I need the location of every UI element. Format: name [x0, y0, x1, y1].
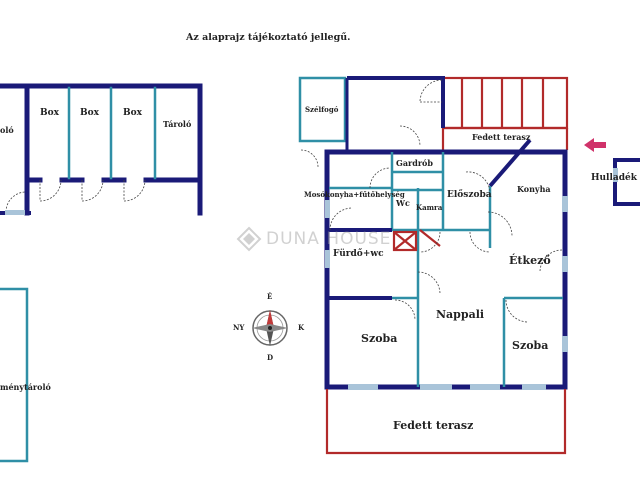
shaft-markers	[392, 229, 441, 252]
room-label-box-3: Box	[123, 108, 142, 118]
room-label-box-2: Box	[80, 108, 99, 118]
house-logo-icon	[236, 226, 262, 252]
disclaimer-note: Az alaprajz tájékoztató jellegű.	[186, 32, 351, 43]
room-label-wc: Wc	[396, 198, 410, 208]
room-label-living: Nappali	[436, 308, 485, 321]
compass-icon	[252, 310, 288, 346]
room-label-entrance: Szélfogó	[305, 105, 339, 114]
storage-doors	[5, 179, 146, 213]
compass-west-label: NY	[233, 323, 245, 332]
kitchen-diagonal-wall	[488, 138, 532, 188]
watermark-text: DUNA HOUSE	[266, 229, 392, 249]
room-label-bottom-terrace: Fedett terasz	[393, 419, 474, 432]
entrance-doors	[300, 79, 443, 168]
bottom-terrace	[325, 389, 567, 455]
room-label-storage-partial: oló	[0, 125, 14, 135]
room-label-kitchen: Konyha	[517, 184, 551, 194]
watermark-logo: DUNA HOUSE	[236, 226, 391, 252]
room-label-pantry: Kamra	[416, 203, 443, 212]
room-label-room-right: Szoba	[512, 339, 549, 352]
entrance-walls	[298, 76, 445, 150]
interior-doors	[329, 167, 563, 323]
top-terrace	[441, 76, 569, 150]
storage-door-gap	[5, 210, 25, 215]
waste-box	[613, 158, 640, 206]
compass-north-label: É	[267, 292, 273, 301]
room-label-hall: Előszoba	[447, 190, 492, 200]
room-label-wardrobe: Gardrób	[396, 158, 433, 168]
room-label-bathroom: Fürdő+wc	[333, 249, 384, 259]
room-label-waste: Hulladék	[591, 173, 637, 183]
room-label-laundry: Mosókonyha+fűtőhelység	[304, 190, 405, 199]
room-label-lower-storage: ménytároló	[0, 382, 51, 392]
entry-arrow-icon	[584, 138, 606, 152]
compass-south-label: D	[267, 353, 274, 362]
house-windows	[325, 196, 568, 390]
compass-east-label: K	[298, 323, 305, 332]
room-label-box-1: Box	[40, 108, 59, 118]
storage-block-walls	[0, 83, 203, 216]
room-label-dining: Étkező	[509, 254, 551, 267]
interior-thick-walls	[329, 228, 392, 300]
room-label-room-left: Szoba	[361, 332, 398, 345]
room-label-top-terrace: Fedett terasz	[472, 132, 531, 142]
room-label-storage: Tároló	[163, 119, 192, 129]
lower-storage-outline	[0, 287, 29, 463]
